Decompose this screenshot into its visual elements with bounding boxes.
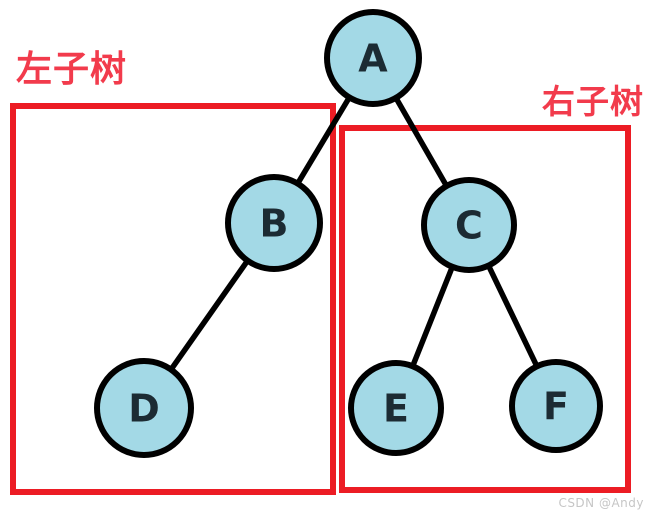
left-subtree-label: 左子树 (16, 49, 128, 90)
right-subtree-box (339, 125, 631, 493)
node-circle-C (421, 177, 517, 273)
tree-node-A: A (324, 9, 422, 107)
node-label-B: B (260, 202, 289, 246)
node-circle-F (509, 359, 603, 453)
right-subtree-label: 右子树 (542, 82, 644, 121)
node-label-C: C (455, 204, 483, 248)
tree-node-F: F (509, 359, 603, 453)
node-label-F: F (543, 385, 569, 429)
watermark: CSDN @Andy (558, 496, 644, 510)
tree-node-B: B (225, 174, 323, 272)
node-label-D: D (128, 387, 160, 431)
node-label-A: A (358, 37, 388, 81)
node-label-E: E (383, 387, 409, 431)
tree-node-E: E (348, 360, 444, 456)
node-circle-E (348, 360, 444, 456)
tree-node-C: C (421, 177, 517, 273)
tree-node-D: D (94, 358, 194, 458)
node-circle-B (225, 174, 323, 272)
left-subtree-box (10, 103, 336, 495)
node-circle-D (94, 358, 194, 458)
node-circle-A (324, 9, 422, 107)
